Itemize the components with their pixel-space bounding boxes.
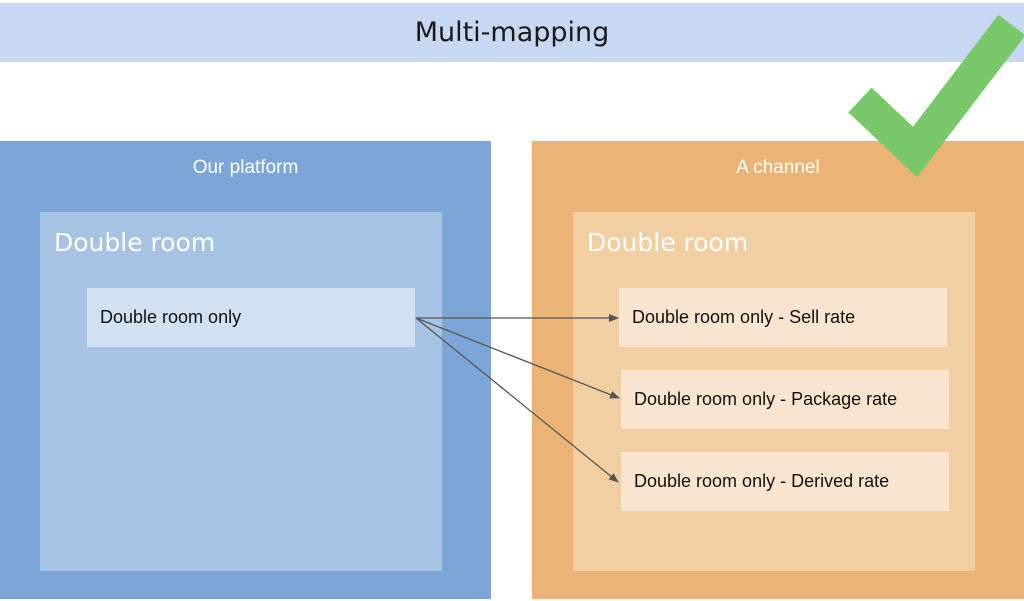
target-rate-box-package: Double room only - Package rate [621, 370, 949, 429]
channel-room-title: Double room [587, 228, 749, 257]
our-platform-title: Our platform [192, 157, 299, 178]
our-platform-room-title: Double room [54, 228, 216, 257]
checkmark-icon [848, 14, 1024, 178]
our-platform-panel: Our platform Double room [0, 141, 491, 599]
source-rate-box: Double room only [87, 288, 415, 347]
target-rate-box-derived: Double room only - Derived rate [621, 452, 949, 511]
diagram-title: Multi-mapping [414, 17, 610, 48]
mapping-arrow-package [415, 317, 620, 399]
target-rate-label-derived: Double room only - Derived rate [634, 471, 890, 491]
source-rate-label: Double room only [100, 307, 242, 327]
target-rate-label-package: Double room only - Package rate [634, 389, 898, 409]
channel-title: A channel [736, 157, 820, 178]
target-rate-box-sell: Double room only - Sell rate [619, 288, 947, 347]
title-bar: Multi-mapping [0, 3, 1024, 62]
target-rate-label-sell: Double room only - Sell rate [632, 307, 856, 327]
mapping-arrow-derived [415, 317, 619, 483]
our-platform-room-box: Double room [40, 212, 442, 571]
